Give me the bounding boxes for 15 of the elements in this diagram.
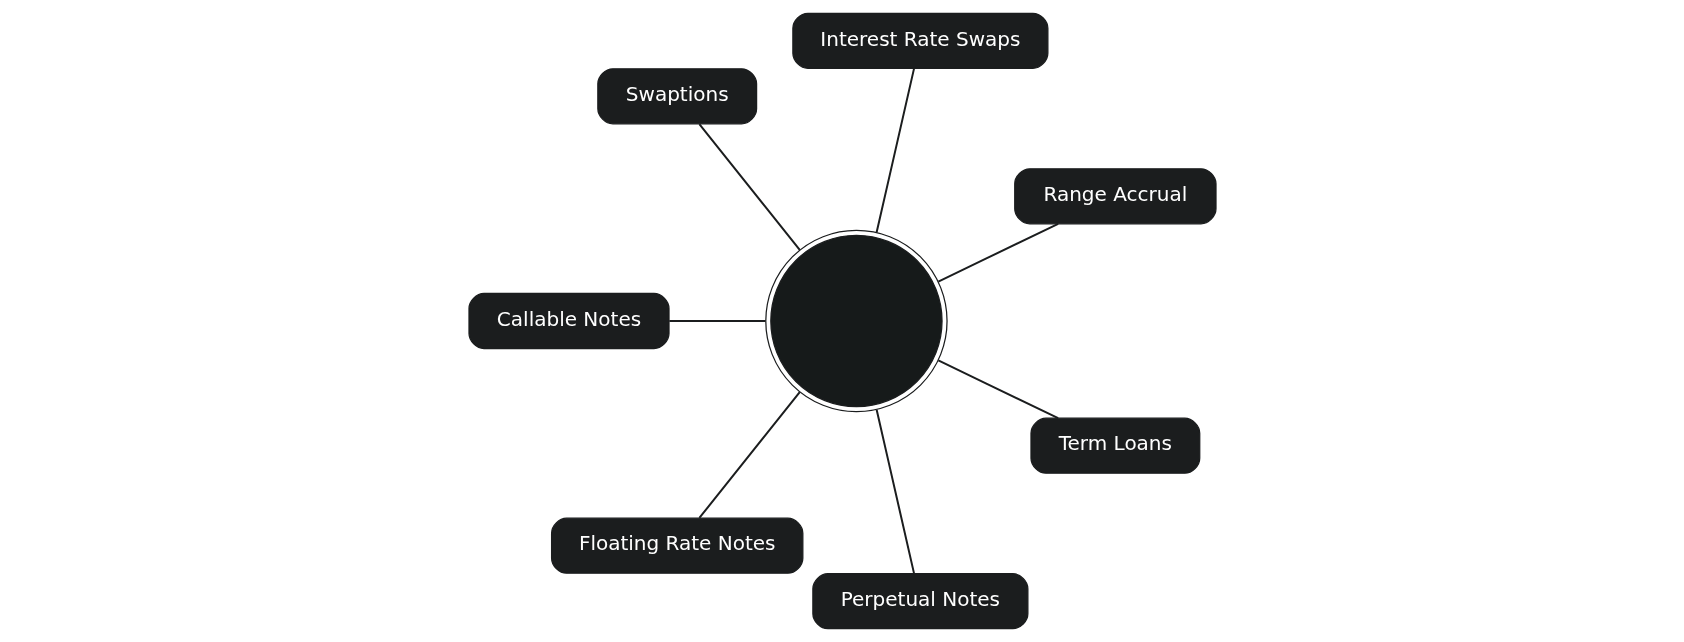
node-box: Term Loans bbox=[1029, 417, 1200, 474]
connector bbox=[875, 408, 915, 575]
connector bbox=[697, 391, 801, 519]
node-box: Swaptions bbox=[596, 68, 757, 125]
connector bbox=[667, 320, 766, 322]
node-circle bbox=[764, 229, 948, 413]
node-box: Callable Notes bbox=[467, 292, 670, 350]
node-box: Interest Rate Swaps bbox=[791, 12, 1048, 69]
connector bbox=[697, 123, 801, 251]
connector bbox=[936, 359, 1059, 420]
node-box: Range Accrual bbox=[1013, 168, 1217, 225]
connector bbox=[875, 67, 915, 234]
node-box: Perpetual Notes bbox=[811, 573, 1028, 630]
connector bbox=[936, 222, 1059, 283]
node-box: Floating Rate Notes bbox=[550, 517, 803, 574]
